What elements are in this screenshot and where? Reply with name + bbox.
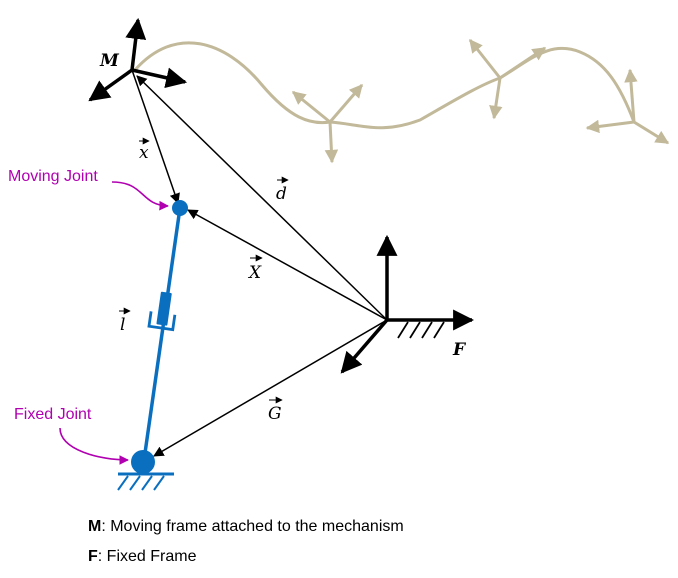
fixed-joint-label: Fixed Joint	[14, 406, 92, 423]
fixed-frame-label: F	[452, 340, 467, 360]
trajectory-curve	[133, 41, 636, 130]
svg-text:x: x	[139, 143, 149, 163]
trajectory-frame-3	[585, 68, 670, 145]
actuator-piston	[156, 291, 172, 326]
moving-frame-axes	[88, 17, 188, 102]
legend-fixed-frame: F: Fixed Frame	[88, 548, 196, 566]
vector-X-line	[187, 209, 388, 321]
vector-d-label: d	[276, 176, 289, 204]
svg-text:d: d	[276, 184, 287, 204]
moving-joint-leader	[111, 181, 169, 211]
moving-joint-label: Moving Joint	[8, 168, 98, 185]
legend-moving-frame: M: Moving frame attached to the mechanis…	[88, 518, 404, 536]
legend-text: : Fixed Frame	[97, 548, 197, 565]
vector-d-line	[136, 75, 388, 321]
legend-text: : Moving frame attached to the mechanism	[101, 518, 404, 535]
trajectory-frame-1	[291, 83, 364, 164]
moving-joint	[172, 200, 188, 216]
vector-G-label: G	[268, 396, 283, 424]
vector-x-label: x	[139, 137, 150, 163]
mechanism-link	[142, 207, 182, 461]
fixed-joint-ground-hatch	[117, 475, 165, 491]
fixed-frame-ground-hatch	[397, 321, 445, 339]
fixed-frame-axes	[340, 234, 475, 374]
vector-x-line	[131, 69, 180, 204]
actuator-cylinder	[147, 311, 177, 332]
svg-text:l: l	[120, 315, 125, 335]
vector-l-label: l	[119, 307, 131, 335]
moving-frame-label: M	[99, 51, 120, 71]
trajectory-frame-2	[468, 38, 547, 120]
mechanism	[117, 200, 188, 491]
legend-key: F	[88, 548, 98, 565]
svg-text:G: G	[268, 404, 282, 424]
vector-G-line	[153, 319, 388, 457]
fixed-joint	[131, 450, 155, 474]
svg-text:X: X	[247, 263, 262, 283]
fixed-joint-leader	[59, 427, 129, 465]
legend-key: M	[88, 518, 102, 535]
vector-X-label: X	[247, 254, 263, 283]
